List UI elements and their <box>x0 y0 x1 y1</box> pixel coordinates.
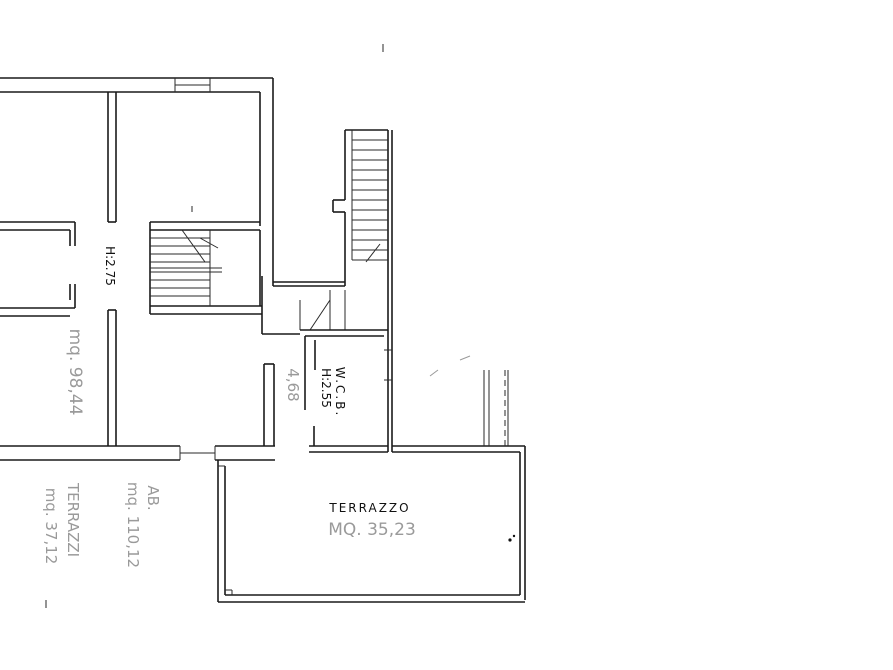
stray-marks <box>45 44 471 608</box>
summary-terraces-value: mq. 37,12 <box>42 488 60 565</box>
terrace-name-label: TERRAZZO <box>328 501 410 515</box>
external-stair <box>273 129 393 331</box>
summary-terraces-label: TERRAZZI <box>64 482 82 557</box>
wcb-name-label: W.C.B. <box>333 367 347 418</box>
terrace-outline <box>217 370 526 603</box>
wcb-area-label: 4,68 <box>284 368 302 401</box>
wcb-height-label: H:2.55 <box>319 368 333 408</box>
outer-walls <box>0 77 275 461</box>
summary-ab-label: AB. <box>144 485 162 510</box>
internal-stair <box>150 229 222 306</box>
terrace-area-label: MQ. 35,23 <box>328 520 416 540</box>
interior-walls <box>0 92 300 446</box>
bathroom-walls <box>300 282 393 453</box>
living-area-label: mq. 98,44 <box>65 329 85 416</box>
main-height-label: H:2.75 <box>103 246 117 286</box>
summary-ab-value: mq. 110,12 <box>124 482 142 568</box>
